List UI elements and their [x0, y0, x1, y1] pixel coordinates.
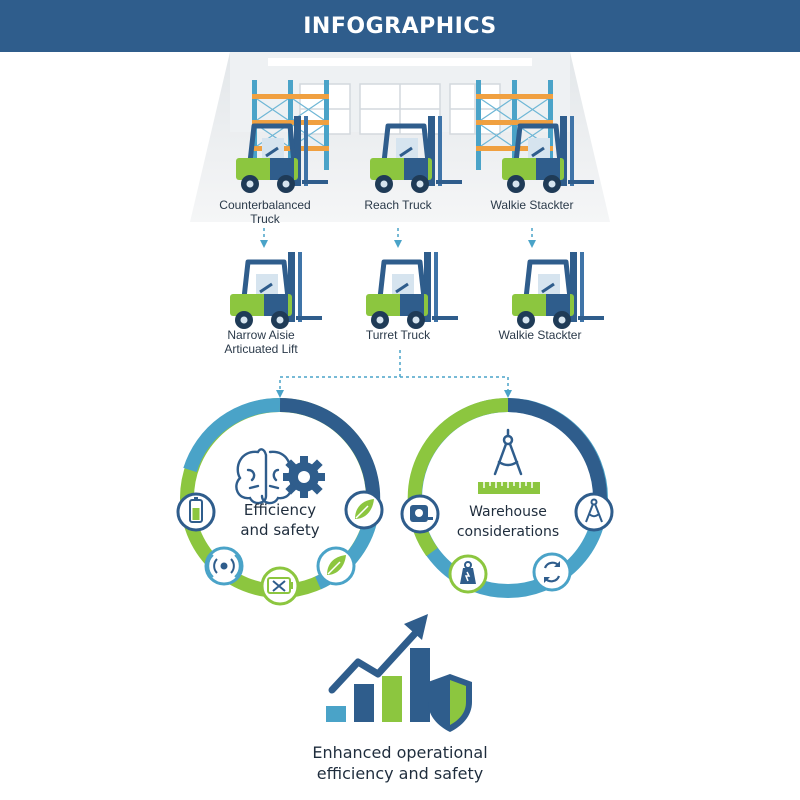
header-bar: INFOGRAPHICS: [0, 0, 800, 52]
outcome-label-line: efficiency and safety: [316, 764, 484, 783]
bar-chart-icon: [326, 648, 430, 722]
battery-icon: [176, 492, 216, 532]
outcome-label-line: Enhanced operational: [312, 743, 488, 762]
warehouse-label: Warehouse considerations: [443, 502, 573, 542]
truck-label-line: Truck: [250, 212, 280, 226]
outcome-bar: [410, 648, 430, 722]
truck-label-walkie-top: Walkie Stackter: [470, 198, 594, 212]
truck-label-turret: Turret Truck: [340, 328, 456, 342]
truck-label-narrow-aisle: Narrow Aisie Articuated Lift: [196, 328, 326, 356]
sensor-icon: [204, 546, 244, 586]
truck-label-reach: Reach Truck: [340, 198, 456, 212]
brain-icon: [235, 448, 293, 505]
battery-alert-icon: [260, 566, 300, 606]
cycle-label-line: Efficiency: [243, 501, 317, 519]
leaf-icon: [344, 490, 384, 530]
truck-label-line: Walkie Stackter: [498, 328, 582, 342]
forklift-icon: [230, 252, 322, 329]
gear-icon: [283, 456, 325, 498]
efficiency-label: Efficiency and safety: [220, 500, 340, 540]
compass-icon: [493, 428, 523, 476]
truck-label-walkie-mid: Walkie Stackter: [478, 328, 602, 342]
truck-label-line: Narrow Aisie: [227, 328, 295, 342]
tape-measure-icon: [400, 494, 440, 534]
truck-label-line: Articuated Lift: [224, 342, 298, 356]
ruler-icon: [478, 482, 540, 494]
outcome-bar: [382, 676, 402, 722]
efficiency-cycle: [176, 397, 384, 606]
forklift-icon: [366, 252, 458, 329]
truck-label-counterbalanced: Counterbalanced Truck: [200, 198, 330, 226]
flow-arrows-middle: [276, 350, 512, 398]
outcome-label: Enhanced operational efficiency and safe…: [200, 742, 600, 784]
leaf-icon: [316, 546, 356, 586]
weight-icon: [448, 554, 488, 594]
page-title: INFOGRAPHICS: [303, 13, 497, 39]
trend-arrow-icon: [328, 614, 428, 694]
forklift-icon: [512, 252, 604, 329]
ceiling-light: [268, 58, 532, 66]
truck-label-line: Counterbalanced: [219, 198, 311, 212]
cycle-label-line: considerations: [456, 524, 560, 540]
truck-label-line: Walkie Stackter: [490, 198, 574, 212]
warehouse-scene: [190, 52, 610, 222]
truck-label-line: Turret Truck: [365, 328, 431, 342]
flow-arrows-top: [260, 228, 536, 248]
outcome-bar: [326, 706, 346, 722]
cycle-label-line: Warehouse: [469, 504, 547, 520]
cycle-label-line: and safety: [240, 521, 320, 539]
compass-icon: [574, 492, 614, 532]
truck-label-line: Reach Truck: [364, 198, 432, 212]
outcome-bar: [354, 684, 374, 722]
shield-icon: [428, 674, 472, 732]
outcome-chart: [326, 614, 472, 732]
refresh-icon: [532, 552, 572, 592]
warehouse-cycle: [400, 397, 614, 598]
